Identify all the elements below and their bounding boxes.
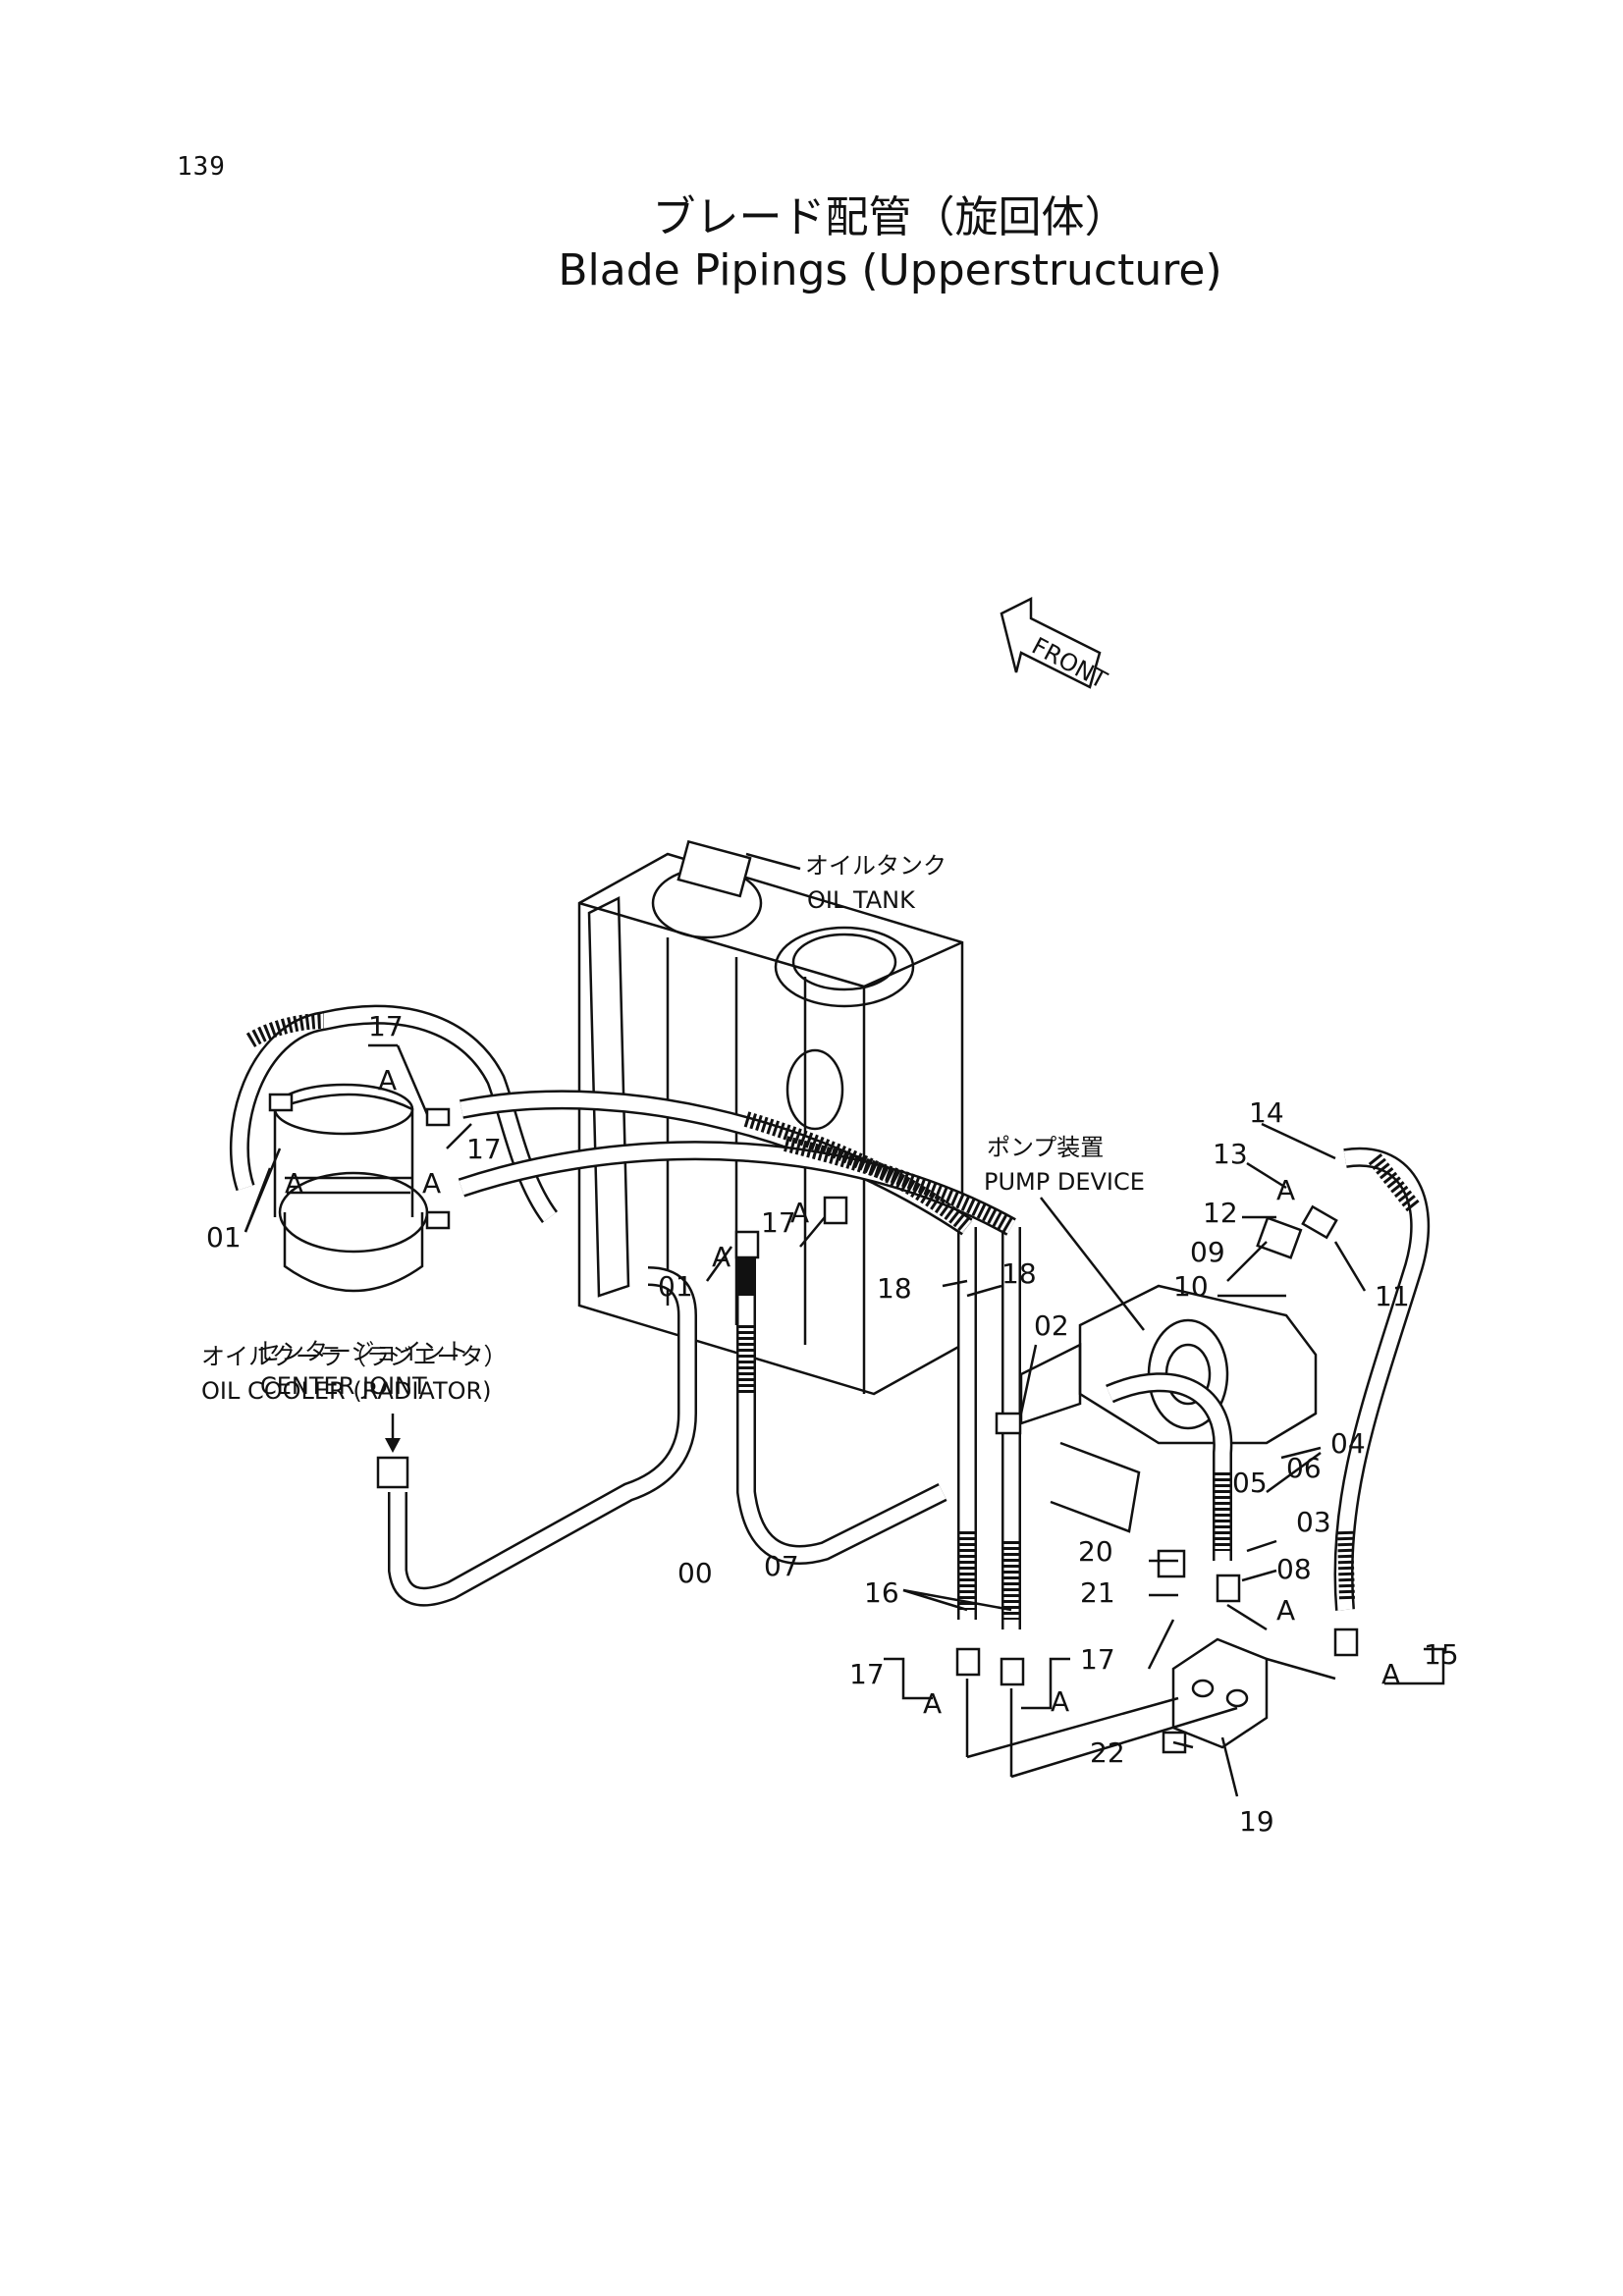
callout-12: 12 <box>1203 1197 1238 1229</box>
callout-03: 03 <box>1296 1506 1331 1538</box>
a-marker-9: A <box>923 1687 942 1720</box>
callout-18a: 18 <box>1001 1257 1037 1290</box>
a-marker-5: A <box>790 1197 809 1229</box>
a-marker-6: A <box>1276 1174 1295 1206</box>
front-arrow-icon: FRONT <box>1000 596 1111 694</box>
callout-04: 04 <box>1330 1427 1366 1460</box>
callout-05: 05 <box>1232 1467 1268 1499</box>
a-marker-10: A <box>1051 1685 1069 1718</box>
callout-14: 14 <box>1249 1096 1284 1129</box>
oil-cooler-port <box>376 1414 409 1489</box>
control-valve <box>1162 1637 1269 1754</box>
callout-06: 06 <box>1286 1452 1322 1484</box>
callout-22: 22 <box>1090 1736 1125 1769</box>
callout-19: 19 <box>1239 1805 1274 1838</box>
callout-17e: 17 <box>1080 1643 1115 1676</box>
callout-00: 00 <box>677 1557 713 1589</box>
callout-18b: 18 <box>877 1272 912 1305</box>
a-marker-1: A <box>285 1167 303 1200</box>
title-japanese: ブレード配管（旋回体） <box>652 192 1128 242</box>
center-joint-label-en: CENTER JOINT <box>260 1372 427 1400</box>
pump-device-label-en: PUMP DEVICE <box>984 1168 1145 1196</box>
page-number: 139 <box>177 152 226 182</box>
callout-13: 13 <box>1213 1138 1248 1170</box>
oil-cooler-label-jp: オイルクーラ（ラジエータ） <box>201 1343 508 1370</box>
oil-cooler-label-en: OIL COOLER (RADIATOR) <box>201 1377 492 1405</box>
callout-16: 16 <box>864 1576 899 1609</box>
callout-08: 08 <box>1276 1553 1312 1585</box>
callout-numbers: 01 17 A A A 17 01 A 17 A 18 18 02 14 13 … <box>206 1010 1459 1838</box>
leader-lines <box>243 1043 1445 1797</box>
pump-device-label-jp: ポンプ装置 <box>987 1134 1104 1161</box>
a-marker-3: A <box>422 1167 441 1200</box>
callout-01a: 01 <box>206 1221 242 1254</box>
fittings <box>268 1093 1359 1686</box>
a-marker-4: A <box>712 1241 730 1273</box>
center-joint-label-jp: センタージョイント <box>257 1338 469 1365</box>
a-marker-2: A <box>378 1064 397 1096</box>
callout-02: 02 <box>1034 1309 1069 1342</box>
callout-10: 10 <box>1173 1270 1209 1303</box>
callout-07: 07 <box>764 1550 799 1582</box>
callout-17b: 17 <box>466 1133 502 1165</box>
callout-21: 21 <box>1080 1576 1115 1609</box>
oil-tank-label-jp: オイルタンク <box>805 852 947 880</box>
callout-11: 11 <box>1375 1280 1410 1312</box>
callout-17d: 17 <box>849 1658 885 1690</box>
callout-17a: 17 <box>368 1010 404 1042</box>
oil-tank-label-en: OIL TANK <box>807 886 916 914</box>
callout-20: 20 <box>1078 1535 1113 1568</box>
callout-17c: 17 <box>761 1206 796 1239</box>
hoses <box>229 1004 1431 1629</box>
a-marker-7: A <box>1276 1594 1295 1627</box>
oil-tank <box>577 839 964 1396</box>
callout-09: 09 <box>1190 1236 1225 1268</box>
title-english: Blade Pipings (Upperstructure) <box>558 245 1222 295</box>
callout-15: 15 <box>1424 1638 1459 1671</box>
a-marker-8: A <box>1381 1658 1400 1690</box>
callout-01b: 01 <box>658 1270 693 1303</box>
